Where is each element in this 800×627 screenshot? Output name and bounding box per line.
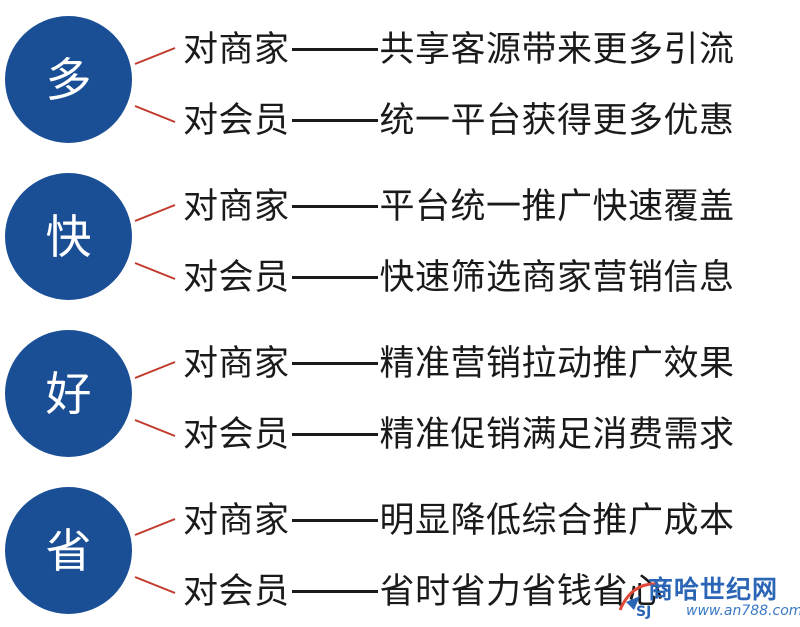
merchant-row: 对商家 明显降低综合推广成本 (183, 499, 735, 543)
row-text: 明显降低综合推广成本 (379, 501, 735, 541)
badge-circle: 省 (5, 487, 132, 614)
row-text: 平台统一推广快速覆盖 (379, 187, 735, 227)
row-target: 对商家 (183, 344, 290, 384)
dash-divider (291, 432, 378, 436)
benefit-group-hao: 好 对商家 精准营销拉动推广效果 对会员 精准促销满足消费需求 (0, 314, 800, 470)
badge-label: 多 (45, 52, 92, 107)
dash-divider (291, 361, 378, 365)
benefit-group-sheng: 省 对商家 明显降低综合推广成本 对会员 省时省力省钱省心 (0, 471, 800, 627)
member-row: 对会员 省时省力省钱省心 (183, 570, 664, 614)
row-text: 精准营销拉动推广效果 (379, 344, 735, 384)
watermark-logo-text: SJ (636, 604, 651, 620)
merchant-row: 对商家 平台统一推广快速覆盖 (183, 185, 735, 229)
merchant-row: 对商家 精准营销拉动推广效果 (183, 342, 735, 386)
badge-circle: 多 (5, 16, 132, 143)
connector-lines (134, 204, 176, 280)
dash-divider (291, 275, 378, 279)
watermark-title: 商哈世纪网 (648, 575, 779, 604)
row-text: 省时省力省钱省心 (379, 572, 664, 612)
badge-label: 好 (45, 366, 92, 421)
row-text: 精准促销满足消费需求 (379, 415, 735, 455)
row-target: 对会员 (183, 101, 290, 141)
row-target: 对会员 (183, 572, 290, 612)
badge-label: 省 (45, 523, 92, 578)
row-text: 统一平台获得更多优惠 (379, 101, 735, 141)
connector-lines (134, 47, 176, 123)
dash-divider (291, 118, 378, 122)
row-target: 对会员 (183, 258, 290, 298)
watermark-logo-icon: SJ (618, 582, 659, 620)
dash-divider (291, 204, 378, 208)
row-target: 对商家 (183, 187, 290, 227)
badge-label: 快 (45, 209, 92, 264)
badge-circle: 好 (5, 330, 132, 457)
connector-lines (134, 518, 176, 594)
watermark-url: www.an788.com (686, 603, 800, 619)
badge-circle: 快 (5, 173, 132, 300)
row-text: 共享客源带来更多引流 (379, 30, 735, 70)
member-row: 对会员 精准促销满足消费需求 (183, 413, 735, 457)
row-target: 对商家 (183, 30, 290, 70)
row-text: 快速筛选商家营销信息 (379, 258, 735, 298)
row-target: 对商家 (183, 501, 290, 541)
site-watermark: SJ 商哈世纪网 www.an788.com (612, 570, 800, 627)
dash-divider (291, 518, 378, 522)
member-row: 对会员 统一平台获得更多优惠 (183, 99, 735, 143)
merchant-row: 对商家 共享客源带来更多引流 (183, 28, 735, 72)
connector-lines (134, 361, 176, 437)
benefit-group-duo: 多 对商家 共享客源带来更多引流 对会员 统一平台获得更多优惠 (0, 0, 800, 156)
dash-divider (291, 47, 378, 51)
dash-divider (291, 589, 378, 593)
benefit-group-kuai: 快 对商家 平台统一推广快速覆盖 对会员 快速筛选商家营销信息 (0, 157, 800, 313)
member-row: 对会员 快速筛选商家营销信息 (183, 256, 735, 300)
row-target: 对会员 (183, 415, 290, 455)
